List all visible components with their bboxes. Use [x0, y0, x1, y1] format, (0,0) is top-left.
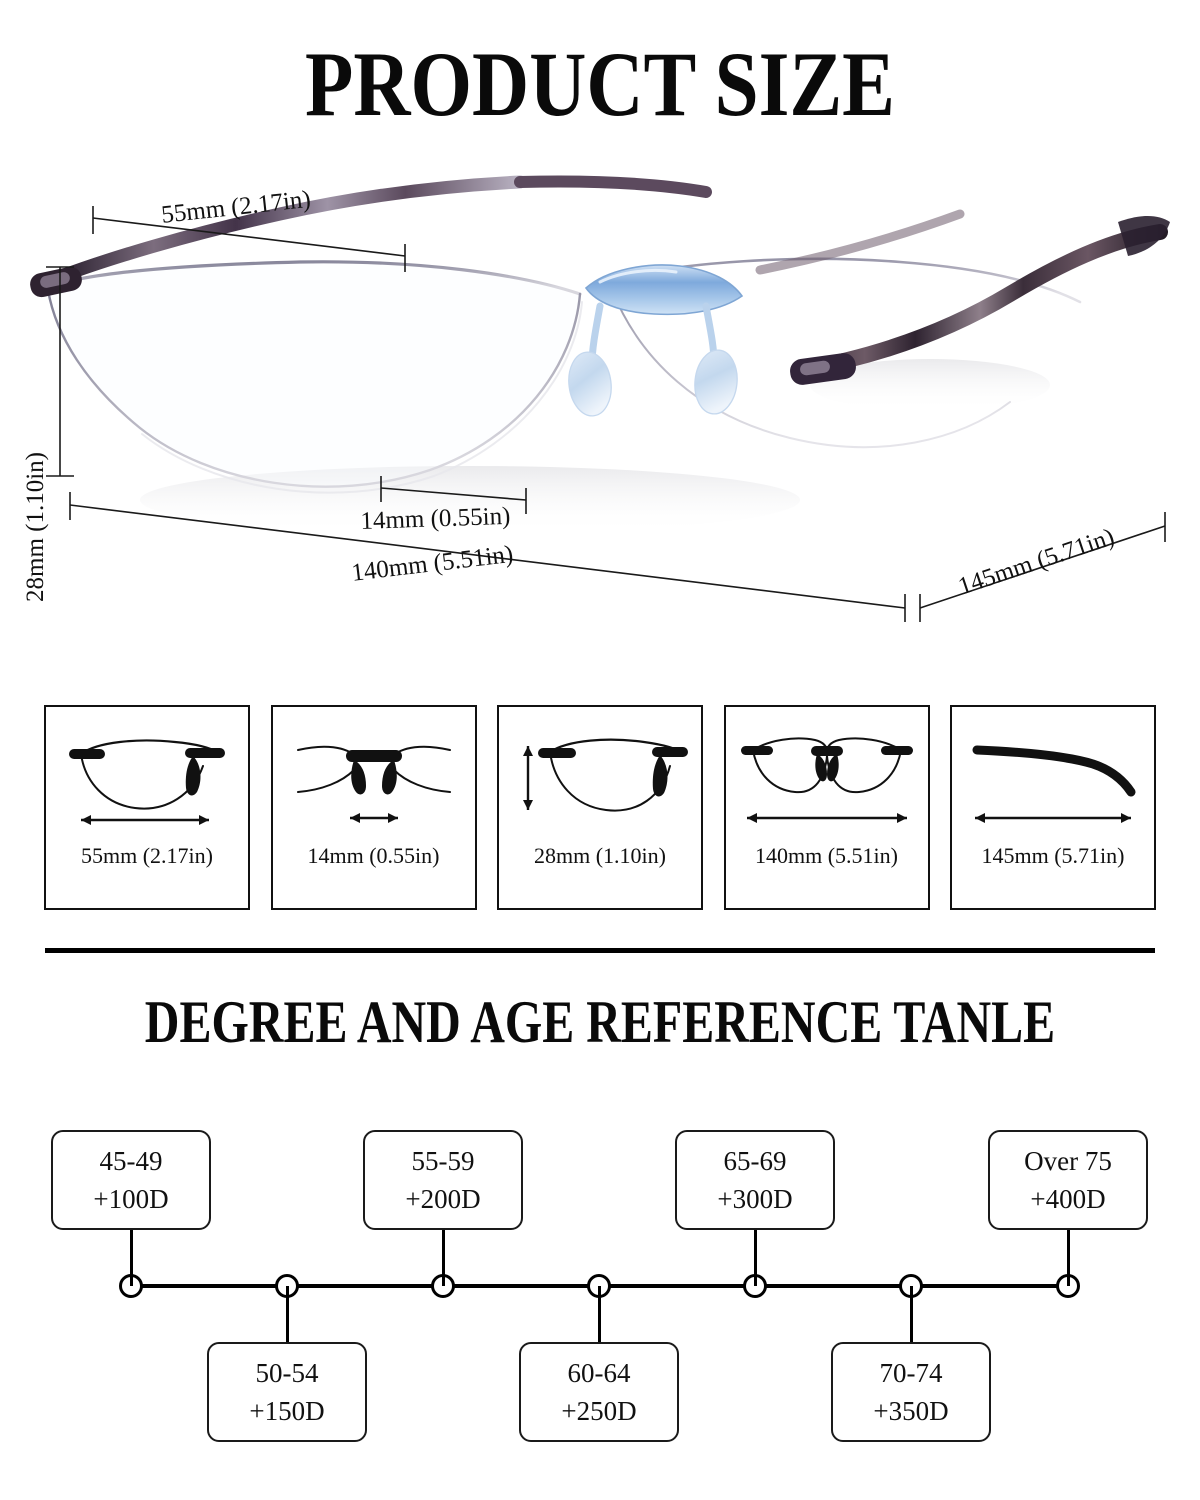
- spec-caption: 55mm (2.17in): [81, 843, 213, 868]
- lens-height-icon: [505, 715, 695, 835]
- age-range-text: 50-54: [255, 1358, 319, 1388]
- age-degree-card[interactable]: 50-54 +150D: [207, 1342, 367, 1442]
- age-degree-card[interactable]: Over 75 +400D: [988, 1130, 1148, 1230]
- spec-box-lens-width: 55mm (2.17in): [44, 705, 250, 910]
- degree-value-text: +300D: [717, 1184, 793, 1214]
- age-range-text: Over 75: [1024, 1146, 1112, 1176]
- timeline-stem: [910, 1286, 913, 1342]
- age-degree-card[interactable]: 65-69 +300D: [675, 1130, 835, 1230]
- spec-box-bridge-width: 14mm (0.55in): [270, 705, 477, 910]
- spec-box-frame-width: 140mm (5.51in): [723, 705, 930, 910]
- age-degree-card[interactable]: 55-59 +200D: [363, 1130, 523, 1230]
- spec-caption: 140mm (5.51in): [755, 843, 898, 868]
- spec-box-lens-height: 28mm (1.10in): [497, 705, 703, 910]
- degree-value-text: +100D: [93, 1184, 169, 1214]
- degree-value-text: +400D: [1030, 1184, 1106, 1214]
- age-range-text: 60-64: [567, 1358, 631, 1388]
- section-divider: [45, 948, 1155, 953]
- timeline-stem: [754, 1230, 757, 1286]
- degree-value-text: +200D: [405, 1184, 481, 1214]
- age-range-text: 55-59: [411, 1146, 475, 1176]
- spec-box-temple-length: 145mm (5.71in): [950, 705, 1156, 910]
- degree-value-text: +350D: [873, 1396, 949, 1426]
- timeline-stem: [1067, 1230, 1070, 1286]
- age-degree-card[interactable]: 45-49 +100D: [51, 1130, 211, 1230]
- age-range-text: 70-74: [879, 1358, 943, 1388]
- timeline-stem: [286, 1286, 289, 1342]
- age-range-text: 65-69: [723, 1146, 787, 1176]
- degree-value-text: +250D: [561, 1396, 637, 1426]
- degree-age-timeline: 45-49 +100D 55-59 +200D 65-69 +300D Over…: [0, 1110, 1200, 1480]
- age-degree-card[interactable]: 70-74 +350D: [831, 1342, 991, 1442]
- spec-caption: 14mm (0.55in): [307, 843, 440, 868]
- degree-value-text: +150D: [249, 1396, 325, 1426]
- page-title: PRODUCT SIZE: [305, 33, 895, 135]
- section-title-degree-age: DEGREE AND AGE REFERENCE TANLE: [144, 989, 1056, 1055]
- timeline-stem: [442, 1230, 445, 1286]
- hero-section: 55mm (2.17in) 28mm (1.10in) 14mm (0.55in…: [0, 170, 1200, 640]
- timeline-stem: [598, 1286, 601, 1342]
- age-range-text: 45-49: [99, 1146, 163, 1176]
- frame-width-icon: [732, 715, 922, 835]
- dimension-label-lens-height: 28mm (1.10in): [22, 452, 49, 602]
- spec-caption: 145mm (5.71in): [981, 843, 1125, 868]
- spec-box-row: 55mm (2.17in): [44, 705, 1156, 910]
- timeline-stem: [130, 1230, 133, 1286]
- temple-length-icon: [958, 715, 1148, 835]
- bridge-width-icon: [279, 715, 469, 835]
- dimension-label-bridge-width: 14mm (0.55in): [360, 502, 511, 535]
- lens-width-icon: [52, 715, 242, 835]
- age-degree-card[interactable]: 60-64 +250D: [519, 1342, 679, 1442]
- spec-caption: 28mm (1.10in): [534, 843, 666, 868]
